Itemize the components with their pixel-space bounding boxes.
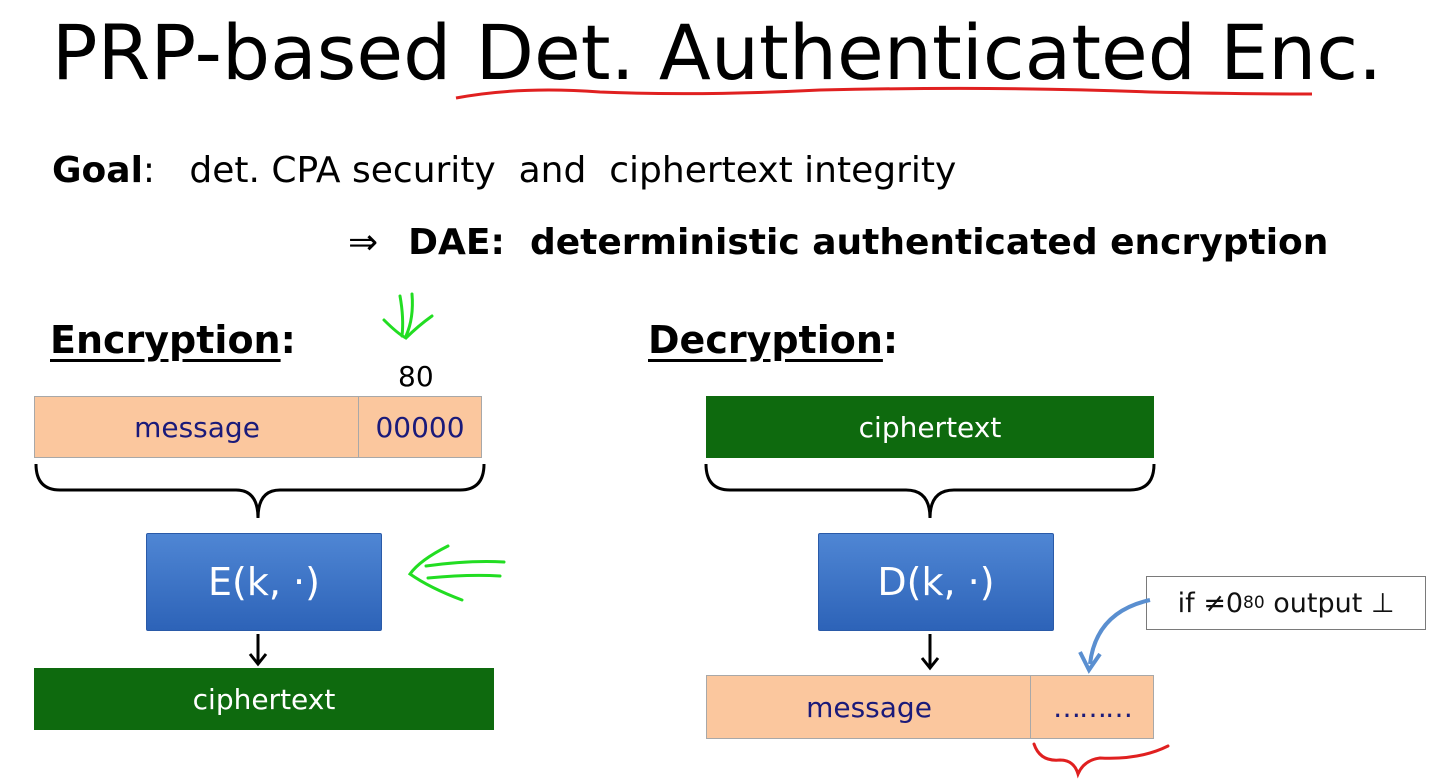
- encryption-heading: Encryption:: [50, 318, 296, 362]
- goal-label: Goal: [52, 150, 143, 191]
- dae-line: ⇒ DAE: deterministic authenticated encryp…: [348, 222, 1328, 263]
- encryption-heading-colon: :: [280, 318, 296, 362]
- slide-title: PRP-based Det. Authenticated Enc.: [51, 8, 1383, 97]
- encryption-down-arrow: [248, 634, 268, 667]
- callout-arrow: [1078, 598, 1151, 674]
- green-arrow-down-icon: [382, 292, 434, 340]
- decryption-brace: [704, 463, 1156, 519]
- goal-text: : det. CPA security and ciphertext integ…: [142, 150, 957, 191]
- decryption-down-arrow: [920, 634, 940, 671]
- encryption-ciphertext-block: ciphertext: [34, 668, 494, 730]
- dae-text: DAE: deterministic authenticated encrypt…: [408, 222, 1329, 263]
- decryption-function-block: D(k, ·): [818, 533, 1054, 631]
- callout-sup: 80: [1243, 593, 1265, 613]
- implies-symbol: ⇒: [348, 222, 379, 263]
- goal-line: Goal: det. CPA security and ciphertext i…: [52, 150, 956, 191]
- decryption-heading: Decryption:: [648, 318, 898, 362]
- red-underline-title: [455, 86, 1313, 100]
- encryption-brace: [34, 463, 486, 519]
- green-arrow-left-icon: [407, 544, 506, 602]
- callout-prefix: if ≠0: [1177, 587, 1243, 619]
- decryption-pad-block: ………: [1030, 675, 1154, 739]
- decryption-message-block: message: [706, 675, 1032, 739]
- encryption-function-block: E(k, ·): [146, 533, 382, 631]
- pad-length-label: 80: [398, 360, 434, 393]
- decryption-heading-text: Decryption: [648, 318, 883, 362]
- encryption-zero-pad-block: 00000: [358, 396, 482, 458]
- encryption-message-block: message: [34, 396, 360, 458]
- red-brace-pad-icon: [1032, 742, 1170, 779]
- callout-suffix: output ⊥: [1264, 587, 1395, 619]
- decryption-heading-colon: :: [882, 318, 899, 362]
- decryption-ciphertext-block: ciphertext: [706, 396, 1154, 458]
- encryption-heading-text: Encryption: [50, 318, 281, 362]
